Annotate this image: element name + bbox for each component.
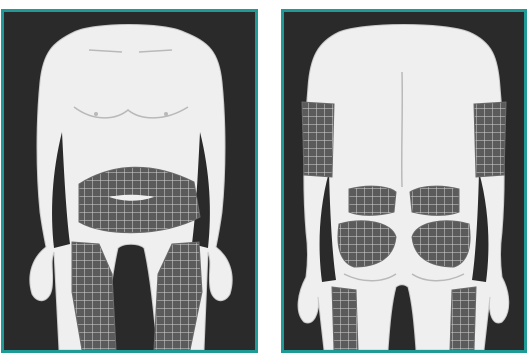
back-body-silhouette	[298, 25, 509, 351]
back-left-thigh-shaded-area	[332, 287, 358, 350]
back-spine-line	[402, 72, 403, 187]
back-lower-back-right-shaded-area	[410, 186, 459, 215]
back-right-upper-arm-shaded-area	[474, 102, 506, 177]
back-left-upper-arm-shaded-area	[302, 102, 334, 177]
front-view-panel	[1, 9, 258, 353]
back-view-panel	[281, 9, 527, 353]
back-right-thigh-shaded-area	[450, 287, 476, 350]
front-nipple-left	[94, 112, 98, 116]
front-nipple-right	[164, 112, 168, 116]
back-body-diagram	[284, 12, 524, 350]
front-body-diagram	[4, 12, 255, 350]
back-lower-back-left-shaded-area	[349, 186, 396, 215]
